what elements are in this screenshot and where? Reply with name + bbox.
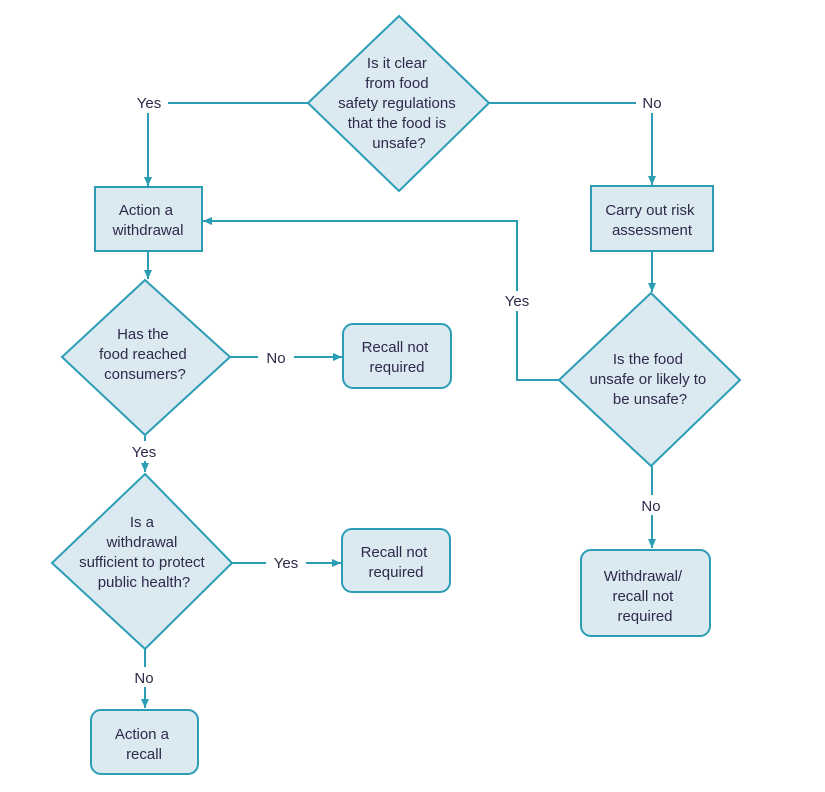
outcome-text-line: required xyxy=(368,564,423,581)
connectors xyxy=(141,102,656,708)
svg-text:Is the food unsafe or: Is the food unsafe or likely to be unsaf… xyxy=(590,351,711,408)
svg-text:Recall not required: Recall not required xyxy=(361,544,432,581)
outcome-action-a-recall: Action a recall xyxy=(90,709,199,775)
svg-text:Is a withdrawal: Is a withdrawal sufficient to protect pu… xyxy=(79,514,209,591)
outcome-text-line: required xyxy=(617,608,672,625)
connector-d1-no xyxy=(489,102,656,185)
edge-label-d3-no: No xyxy=(641,498,660,515)
decision-text-line: Is a xyxy=(130,514,155,531)
decision-text-line: from food xyxy=(365,75,428,92)
decision-text-line: unsafe? xyxy=(372,135,425,152)
svg-text:Is it clear from food: Is it clear from food safety regulations… xyxy=(338,55,460,152)
decision-text-line: food reached xyxy=(99,346,187,363)
decision-text-line: Is the food xyxy=(613,351,683,368)
edge-label-d1-no: No xyxy=(642,95,661,112)
process-action-a-withdrawal: Action a withdrawal xyxy=(94,186,203,252)
edge-label-d3-yes: Yes xyxy=(505,293,529,310)
outcome-recall-not-required-1: Recall not required xyxy=(342,323,452,389)
process-carry-out-risk-assessment: Carry out risk assessment xyxy=(590,185,714,252)
decision-text-line: consumers? xyxy=(104,366,186,383)
nodes: Is it clear from food safety regulations… xyxy=(50,14,742,775)
decision-text-line: Is it clear xyxy=(367,55,427,72)
edge-labels: Yes No Yes No Yes No Yes No xyxy=(127,93,669,687)
svg-text:Recall not required: Recall not required xyxy=(362,339,433,376)
decision-text-line: sufficient to protect xyxy=(79,554,205,571)
decision-text-line: unsafe or likely to xyxy=(590,371,707,388)
outcome-text-line: Recall not xyxy=(362,339,430,356)
decision-text-line: be unsafe? xyxy=(613,391,687,408)
process-text-line: Carry out risk xyxy=(605,202,695,219)
decision-text-line: public health? xyxy=(98,574,191,591)
svg-text:Withdrawal/ recall not: Withdrawal/ recall not required xyxy=(604,568,687,625)
process-text-line: withdrawal xyxy=(112,222,184,239)
outcome-withdrawal-recall-not-required: Withdrawal/ recall not required xyxy=(580,549,711,637)
outcome-text-line: required xyxy=(369,359,424,376)
edge-label-d2-no: No xyxy=(266,350,285,367)
decision-is-withdrawal-sufficient: Is a withdrawal sufficient to protect pu… xyxy=(50,472,234,651)
edge-label-d4-yes: Yes xyxy=(274,555,298,572)
svg-text:Carry out risk assessm: Carry out risk assessment xyxy=(605,202,698,239)
decision-text-line: withdrawal xyxy=(105,534,177,551)
svg-text:Has the food reached: Has the food reached consumers? xyxy=(99,326,191,383)
decision-text-line: that the food is xyxy=(348,115,446,132)
decision-is-food-unsafe: Is the food unsafe or likely to be unsaf… xyxy=(557,291,742,468)
process-text-line: Action a xyxy=(119,202,174,219)
svg-text:Action a withdrawal: Action a withdrawal xyxy=(112,202,184,239)
decision-text-line: safety regulations xyxy=(338,95,456,112)
outcome-text-line: recall xyxy=(126,746,162,763)
outcome-text-line: Recall not xyxy=(361,544,429,561)
edge-label-d1-yes: Yes xyxy=(137,95,161,112)
process-text-line: assessment xyxy=(612,222,693,239)
edge-label-d2-yes: Yes xyxy=(132,444,156,461)
svg-text:Action a recall: Action a recall xyxy=(115,726,173,763)
edge-label-d4-no: No xyxy=(134,670,153,687)
outcome-text-line: recall not xyxy=(612,588,674,605)
outcome-recall-not-required-2: Recall not required xyxy=(341,528,451,593)
decision-is-it-clear-unsafe: Is it clear from food safety regulations… xyxy=(306,14,491,193)
outcome-text-line: Action a xyxy=(115,726,170,743)
decision-text-line: Has the xyxy=(117,326,169,343)
outcome-text-line: Withdrawal/ xyxy=(604,568,683,585)
decision-has-food-reached-consumers: Has the food reached consumers? xyxy=(60,278,232,437)
connector-d1-yes xyxy=(144,102,308,186)
